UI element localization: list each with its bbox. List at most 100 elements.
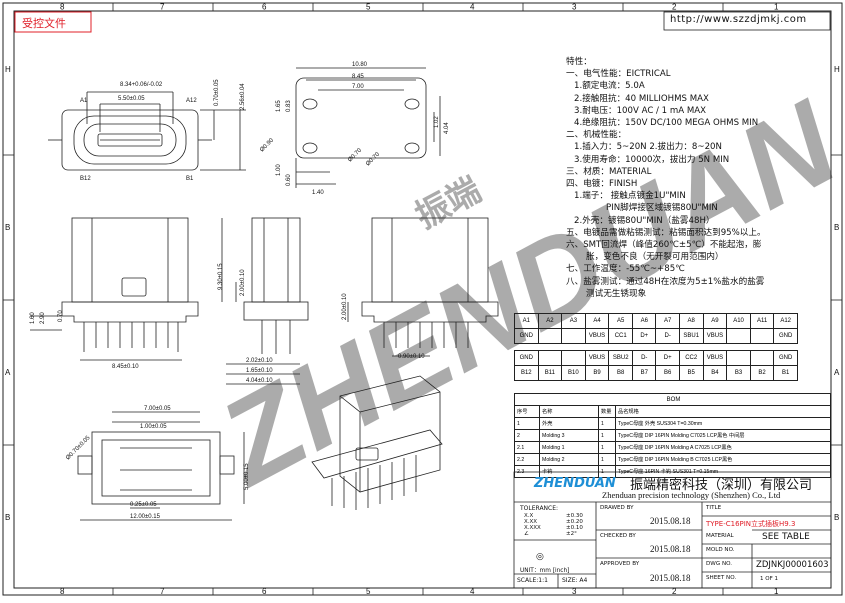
bom-cell: 2 xyxy=(514,429,540,442)
company-name-en: Zhenduan precision technology (Shenzhen)… xyxy=(602,490,781,500)
spec-title: 特性： xyxy=(566,57,592,67)
dim-label: Ø0.90 xyxy=(259,137,275,153)
bom-cell: 1 xyxy=(598,429,616,442)
pin-cell: A3 xyxy=(561,313,586,329)
pin-cell: D- xyxy=(655,328,680,344)
col-mark: 2 xyxy=(672,587,677,596)
bom-cell: TypeC母座 DIP 16PIN Molding C7025 LCP黑色 中间… xyxy=(615,429,831,442)
pin-cell: A4 xyxy=(584,313,610,329)
pin-cell: A8 xyxy=(678,313,704,329)
dim-label: 4.04 xyxy=(444,122,450,134)
svg-text:振端: 振端 xyxy=(409,171,487,236)
row-mark: B xyxy=(834,223,839,232)
dim-label: Ø0.70 xyxy=(347,147,363,163)
pin-cell xyxy=(561,328,586,344)
tolerance-label: TOLERANCE: xyxy=(520,505,559,512)
bom-cell: 2.2 xyxy=(514,453,540,466)
pin-cell: CC2 xyxy=(678,350,704,366)
pin-cell: B11 xyxy=(537,365,563,381)
bom-cell: 1 xyxy=(598,441,616,454)
pin-cell: SBU1 xyxy=(678,328,704,344)
pin-cell: B8 xyxy=(608,365,634,381)
tol-key: ∠ xyxy=(524,531,529,537)
pin-cell: B2 xyxy=(749,365,775,381)
material-label: MATERIAL xyxy=(706,533,734,539)
dim-label: 0.70 xyxy=(58,310,64,322)
pin-callout: A12 xyxy=(186,98,197,104)
spec-line: 三、材质：MATERIAL xyxy=(566,166,652,177)
bom-cell: 外壳 xyxy=(539,417,599,430)
drawn-by-label: DRAWED BY xyxy=(600,505,634,511)
dim-label: 7.00±0.05 xyxy=(144,406,171,412)
spec-line: 2.外壳：镀锡80U"MIN（盐雾48H） xyxy=(574,215,715,226)
pin-cell: B5 xyxy=(678,365,704,381)
pin-cell: A6 xyxy=(632,313,657,329)
size-label: SIZE: A4 xyxy=(562,577,588,584)
col-mark: 1 xyxy=(774,3,779,12)
col-mark: 1 xyxy=(774,587,779,596)
pin-cell: B1 xyxy=(773,365,798,381)
col-mark: 6 xyxy=(262,3,267,12)
bom-cell: TypeC母座 外壳 SUS304 T=0.30mm xyxy=(615,417,831,430)
bom-cell: 1 xyxy=(598,453,616,466)
pin-callout: A1 xyxy=(80,98,88,104)
bottom-view xyxy=(77,411,245,521)
pin-cell: B12 xyxy=(514,365,539,381)
row-mark: B xyxy=(834,513,839,522)
tol-key: X.XXX xyxy=(524,525,541,531)
col-mark: 2 xyxy=(672,3,677,12)
dim-label: 8.34+0.06/-0.02 xyxy=(120,82,163,88)
dim-label: 8.45±0.10 xyxy=(112,364,139,370)
title-block-lines xyxy=(513,471,832,589)
pin-cell: D- xyxy=(632,350,657,366)
checked-date: 2015.08.18 xyxy=(650,544,691,554)
spec-line: 四、电镀：FINISH xyxy=(566,179,638,190)
controlled-doc-stamp: 受控文件 xyxy=(22,17,66,30)
spec-line: 二、机械性能： xyxy=(566,130,627,141)
pin-cell: B4 xyxy=(702,365,728,381)
spec-line: 2.接触阻抗：40 MILLIOHMS MAX xyxy=(574,93,709,104)
checked-by-label: CHECKED BY xyxy=(600,533,636,539)
pin-cell: A11 xyxy=(749,313,775,329)
spec-line: 3.使用寿命：10000次，拔出力 5N MIN xyxy=(574,154,730,165)
dim-label: Ø0.70 xyxy=(365,151,381,167)
pin-cell: VBUS xyxy=(702,328,728,344)
pin-cell: B3 xyxy=(726,365,751,381)
front-view xyxy=(48,91,246,171)
tol-value: ±0.10 xyxy=(566,525,583,531)
dim-label: 1.02 xyxy=(434,116,440,128)
spec-line: 一、电气性能：EICTRICAL xyxy=(566,69,671,80)
company-logo: ZHENDUAN xyxy=(534,476,616,491)
col-mark: 7 xyxy=(160,587,165,596)
pin-callout: B12 xyxy=(80,176,91,182)
pin-spacer xyxy=(515,344,798,351)
tol-key: X.X xyxy=(524,513,534,519)
approved-by-label: APPROVED BY xyxy=(600,561,640,567)
bom-header: 名称 xyxy=(539,405,599,418)
company-name-cn: 振端精密科技（深圳）有限公司 xyxy=(630,478,813,493)
pin-cell: VBUS xyxy=(584,328,610,344)
pin-cell: B10 xyxy=(561,365,586,381)
pin-cell: A7 xyxy=(655,313,680,329)
dim-label: 1.65 xyxy=(276,100,282,112)
title-label: TITLE xyxy=(706,505,722,511)
bom-header: 品名规格 xyxy=(615,405,831,418)
dim-label: 1.65±0.10 xyxy=(246,368,273,374)
spec-line: 1.端子： 接触点镀金1U"MIN xyxy=(574,191,686,202)
spec-line: 3.耐电压：100V AC / 1 mA MAX xyxy=(574,105,707,116)
bom-cell: 1 xyxy=(598,417,616,430)
dim-label: 0.83 xyxy=(286,100,292,112)
col-mark: 5 xyxy=(366,587,371,596)
col-mark: 7 xyxy=(160,3,165,12)
row-mark: H xyxy=(5,65,11,74)
dwg-number: ZDJNKJ00001603 xyxy=(756,560,829,570)
pin-callout: B1 xyxy=(186,176,194,182)
tol-key: X.XX xyxy=(524,519,538,525)
